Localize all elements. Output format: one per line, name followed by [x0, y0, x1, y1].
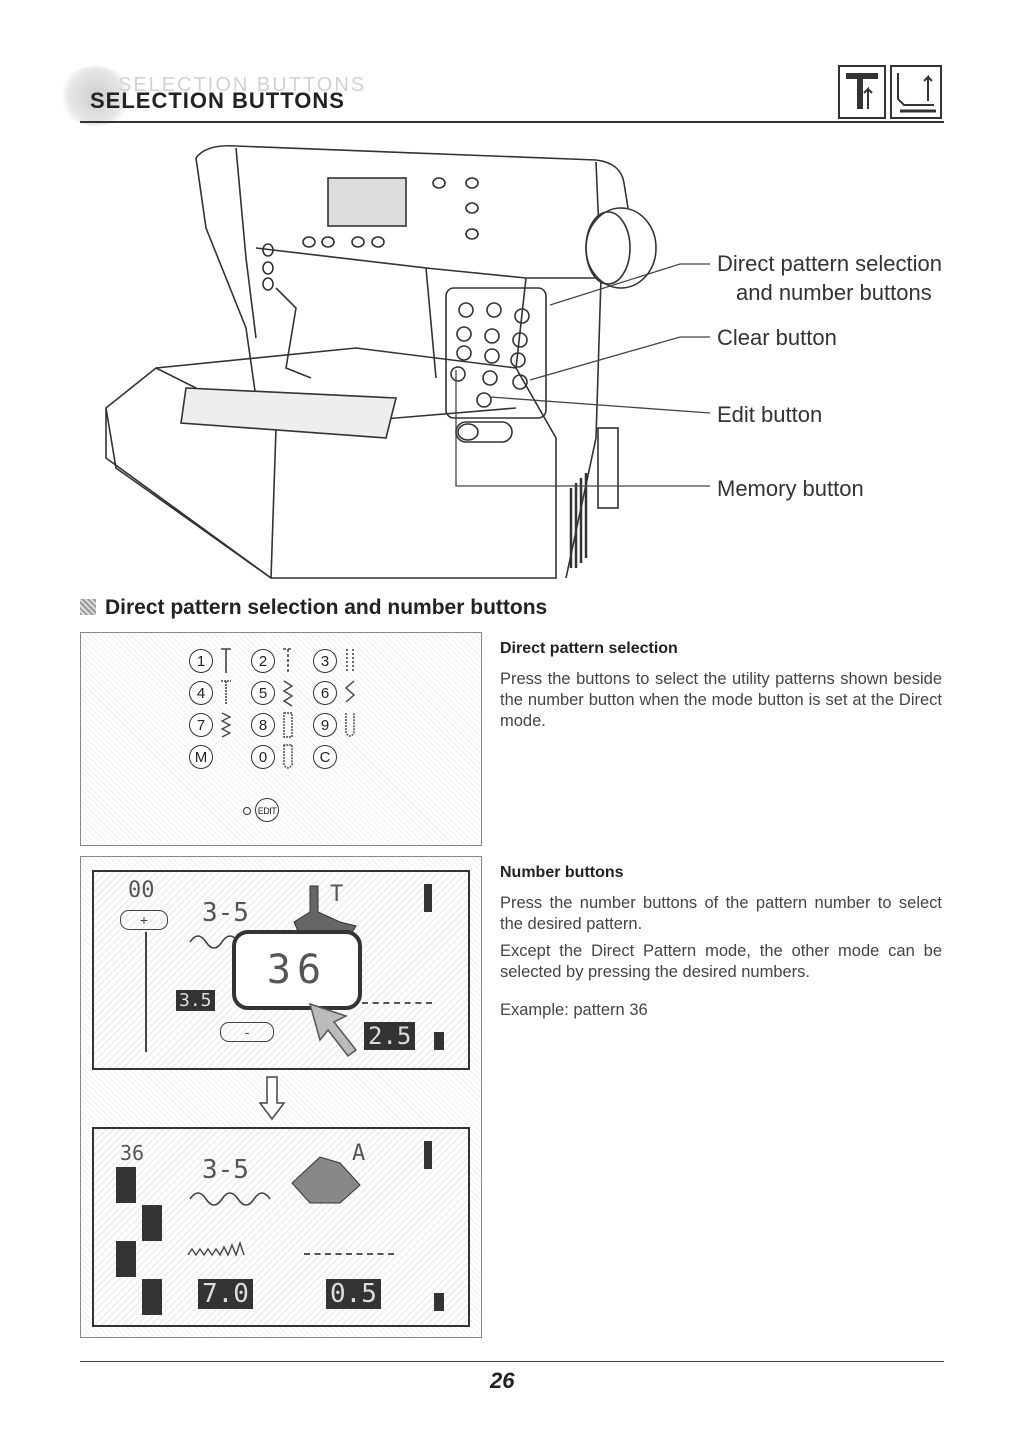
- lcd2-block-3: [116, 1241, 136, 1277]
- number-buttons-text2: Except the Direct Pattern mode, the othe…: [500, 942, 942, 981]
- lcd2-pattern-number: 36: [120, 1141, 145, 1165]
- straight-stitch-icon: [221, 680, 231, 705]
- edit-indicator-dot: [243, 807, 251, 815]
- lcd-minus-button: -: [220, 1022, 274, 1042]
- number-button-4[interactable]: 4: [189, 681, 213, 705]
- presser-foot-icon: [890, 65, 942, 119]
- lcd-length-indicator-icon: [434, 1032, 444, 1050]
- number-button-2[interactable]: 2: [251, 649, 275, 673]
- lcd2-width-indicator-icon: [424, 1141, 432, 1169]
- section-icons: [838, 65, 942, 119]
- straight-stitch-icon: [221, 648, 231, 673]
- title-decoration: [58, 66, 133, 126]
- callout-edit-button: Edit button: [717, 402, 823, 427]
- triple-stitch-icon: [346, 649, 354, 673]
- buttonhole-icon: [283, 712, 293, 738]
- lcd2-foot-code: 3-5: [202, 1155, 249, 1185]
- header-divider: [80, 121, 944, 123]
- lcd-foot-code: 3-5: [202, 898, 249, 928]
- straight-stitch-icon: [283, 648, 293, 673]
- clear-button[interactable]: C: [313, 745, 337, 769]
- number-button-9[interactable]: 9: [313, 713, 337, 737]
- callout-memory-button: Memory button: [717, 476, 864, 501]
- lcd2-block-2: [142, 1205, 162, 1241]
- lcd-stitch-length: 2.5: [364, 1022, 416, 1050]
- lcd2-length-indicator-icon: [434, 1293, 444, 1311]
- lcd-pattern-number: 00: [128, 878, 155, 903]
- lcd2-block-4: [142, 1279, 162, 1315]
- page-number: 26: [490, 1368, 515, 1393]
- lcd2-stitch-wave-icon: [187, 1241, 245, 1258]
- lcd-display-after: 36 3-5 A 7.0 0.5: [92, 1127, 470, 1327]
- lcd2-foot-letter: A: [352, 1141, 366, 1166]
- number-button-0[interactable]: 0: [251, 745, 275, 769]
- number-button-6[interactable]: 6: [313, 681, 337, 705]
- lcd-foot-letter: T: [330, 882, 344, 907]
- zigzag-stitch-icon: [344, 680, 356, 703]
- footer-divider: [80, 1361, 944, 1362]
- number-button-3[interactable]: 3: [313, 649, 337, 673]
- keypad-panel: 1 2 3 4 5 6 7 8 9 M 0 C EDIT: [80, 632, 482, 846]
- number-button-5[interactable]: 5: [251, 681, 275, 705]
- buttonhole-icon: [283, 744, 293, 769]
- buttonhole-icon: [345, 713, 355, 737]
- lcd-gauge-line: [145, 932, 147, 1052]
- title-shadow-text: SELECTION BUTTONS: [118, 74, 367, 96]
- needle-icon: [838, 65, 886, 119]
- callout-clear-button: Clear button: [717, 325, 837, 350]
- direct-selection-heading: Direct pattern selection: [500, 640, 678, 657]
- lcd-dash-line: [362, 1002, 432, 1005]
- number-button-1[interactable]: 1: [189, 649, 213, 673]
- number-buttons-heading: Number buttons: [500, 864, 624, 881]
- lcd-display-before: 00 + 3-5 T 36 3.5 - 2.5: [92, 870, 470, 1070]
- cursor-arrow-icon: [308, 1002, 358, 1058]
- section-bullet-icon: [80, 599, 96, 615]
- lcd2-stitch-width: 7.0: [198, 1279, 253, 1309]
- sewing-machine-illustration: [105, 144, 657, 579]
- lcd2-presser-foot-icon: [291, 1156, 361, 1204]
- edit-button[interactable]: EDIT: [255, 798, 279, 822]
- direct-selection-text: Press the buttons to select the utility …: [500, 670, 942, 730]
- page-title: SELECTION BUTTONS: [90, 88, 345, 113]
- lcd-plus-button: +: [120, 910, 168, 930]
- lcd-stitch-width: 3.5: [176, 990, 215, 1011]
- lcd-width-indicator-icon: [424, 884, 432, 912]
- callout-leader-lines: [455, 263, 711, 487]
- number-button-7[interactable]: 7: [189, 713, 213, 737]
- number-button-8[interactable]: 8: [251, 713, 275, 737]
- lcd2-block-1: [116, 1167, 136, 1203]
- down-arrow-icon: [258, 1076, 286, 1121]
- number-buttons-example: Example: pattern 36: [500, 1001, 648, 1019]
- multi-zigzag-icon: [220, 712, 232, 738]
- zigzag-stitch-icon: [282, 680, 294, 707]
- lcd-entered-number-box: 36: [232, 930, 362, 1010]
- callout-direct-pattern-line1: Direct pattern selection: [717, 251, 942, 276]
- callout-direct-pattern-line2: and number buttons: [736, 280, 932, 305]
- callout-direct-pattern: Direct pattern selection and number butt…: [717, 249, 942, 307]
- section-heading-text: Direct pattern selection and number butt…: [105, 596, 548, 619]
- lcd2-stitch-loops-icon: [189, 1192, 271, 1206]
- lcd2-stitch-length: 0.5: [326, 1279, 381, 1309]
- lcd2-dash-line: [304, 1253, 394, 1256]
- section-heading: Direct pattern selection and number butt…: [80, 596, 547, 620]
- number-buttons-text1: Press the number buttons of the pattern …: [500, 894, 942, 933]
- memory-button[interactable]: M: [189, 745, 213, 769]
- lcd-entered-number: 36: [266, 947, 328, 993]
